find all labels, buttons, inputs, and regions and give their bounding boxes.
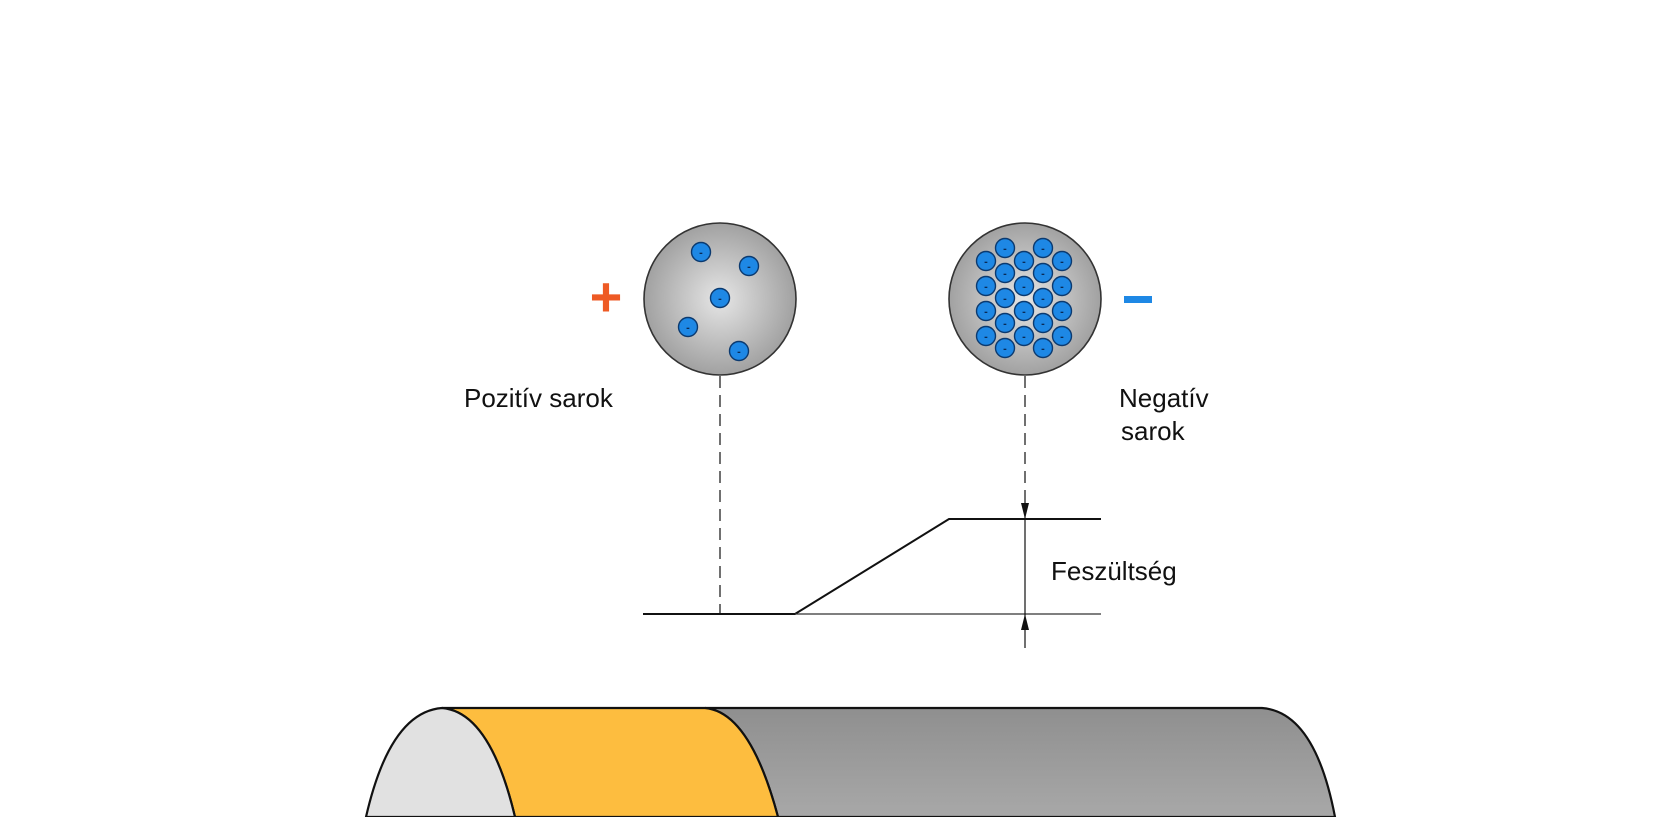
minus-symbol <box>1124 296 1152 303</box>
electron-charge-sign: - <box>1003 243 1007 255</box>
electron-icon <box>677 316 699 338</box>
electron-icon <box>690 241 712 263</box>
electron-icon <box>1051 275 1073 297</box>
electron-icon <box>1032 262 1054 284</box>
electron-icon <box>1013 300 1035 322</box>
voltage-label: Feszültség <box>1051 556 1177 586</box>
electron-charge-sign: - <box>1041 293 1045 305</box>
battery-cylinder-icon <box>364 706 1337 817</box>
electron-charge-sign: - <box>1003 293 1007 305</box>
voltage-arrow-bottom <box>1021 614 1029 630</box>
electron-icon <box>1032 337 1054 359</box>
electron-icon <box>994 262 1016 284</box>
electron-charge-sign: - <box>1060 256 1064 268</box>
negative-terminal-label-line2: sarok <box>1121 416 1186 446</box>
electron-icon <box>975 300 997 322</box>
electron-charge-sign: - <box>747 261 751 273</box>
electron-icon <box>975 275 997 297</box>
electron-charge-sign: - <box>1060 306 1064 318</box>
electron-charge-sign: - <box>1060 331 1064 343</box>
electron-charge-sign: - <box>1022 306 1026 318</box>
electron-charge-sign: - <box>1041 268 1045 280</box>
electron-charge-sign: - <box>737 346 741 358</box>
negative-electrons: - - - - - - - - - - - - - - - - - - - - - - <box>975 237 1073 359</box>
electron-icon <box>994 337 1016 359</box>
electron-icon <box>994 312 1016 334</box>
electron-icon <box>1051 325 1073 347</box>
electron-icon <box>1013 250 1035 272</box>
electron-icon <box>728 340 750 362</box>
electron-icon <box>975 250 997 272</box>
electron-icon <box>1051 250 1073 272</box>
electron-charge-sign: - <box>984 331 988 343</box>
electron-charge-sign: - <box>1022 256 1026 268</box>
battery-end-cap <box>364 706 517 817</box>
negative-terminal-sphere <box>948 222 1102 376</box>
electron-charge-sign: - <box>699 247 703 259</box>
electron-charge-sign: - <box>1003 343 1007 355</box>
electron-icon <box>1013 325 1035 347</box>
positive-terminal-label: Pozitív sarok <box>464 383 614 413</box>
electron-charge-sign: - <box>1041 243 1045 255</box>
electron-icon <box>994 287 1016 309</box>
electron-icon <box>1032 312 1054 334</box>
electron-charge-sign: - <box>984 281 988 293</box>
battery-body <box>704 706 1337 817</box>
electron-icon <box>994 237 1016 259</box>
electron-charge-sign: - <box>1041 318 1045 330</box>
electron-icon <box>975 325 997 347</box>
electron-charge-sign: - <box>1003 268 1007 280</box>
electron-charge-sign: - <box>1022 281 1026 293</box>
electron-charge-sign: - <box>1060 281 1064 293</box>
electron-icon <box>1032 237 1054 259</box>
negative-terminal-label-line1: Negatív <box>1119 383 1209 413</box>
electron-charge-sign: - <box>984 256 988 268</box>
electron-icon <box>1051 300 1073 322</box>
positive-electrons: - - - - - <box>677 241 760 362</box>
potential-profile-line <box>643 518 1101 615</box>
electron-charge-sign: - <box>1041 343 1045 355</box>
electron-icon <box>1032 287 1054 309</box>
voltage-arrow-top <box>1021 503 1029 519</box>
plus-symbol: + <box>590 265 623 328</box>
electron-charge-sign: - <box>686 322 690 334</box>
electron-charge-sign: - <box>984 306 988 318</box>
electron-charge-sign: - <box>718 293 722 305</box>
electron-icon <box>709 287 731 309</box>
electron-charge-sign: - <box>1003 318 1007 330</box>
electron-icon <box>1013 275 1035 297</box>
electron-icon <box>738 255 760 277</box>
electron-charge-sign: - <box>1022 331 1026 343</box>
